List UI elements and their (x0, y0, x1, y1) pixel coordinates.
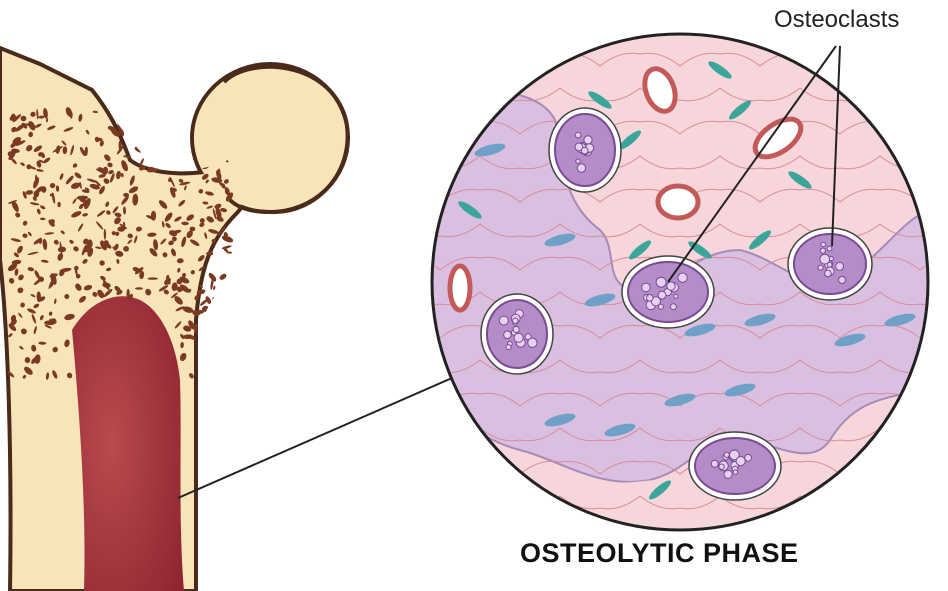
phase-title: OSTEOLYTIC PHASE (520, 538, 799, 569)
osteoclasts-label: Osteoclasts (774, 6, 899, 34)
marrow-cavity (72, 296, 184, 591)
femur-illustration (0, 48, 348, 591)
magnified-tissue-view (420, 34, 948, 560)
zoom-connector-line (178, 378, 452, 498)
